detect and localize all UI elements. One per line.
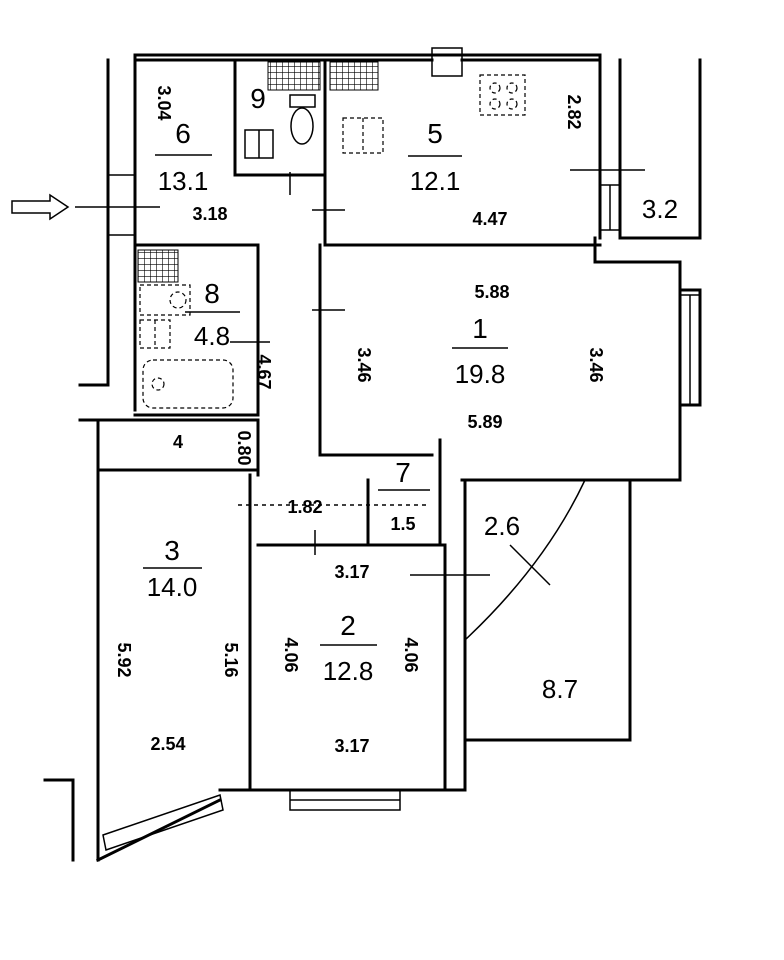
room-8: 8 4.8 4.67 [185,278,274,390]
room-dimension: 5.89 [467,412,502,432]
ventilation-shafts [137,61,379,283]
door-marks [75,169,645,641]
outer-walls [43,53,702,863]
room-number: 4 [173,432,183,452]
room-dimension: 2.54 [150,734,185,754]
room-7: 7 1.5 [378,457,430,534]
room-dimension: 3.04 [154,85,174,120]
entrance-arrow-icon [11,193,70,221]
room-dimension: 3.46 [586,347,606,382]
room-area: 14.0 [147,572,198,602]
room-number: 1 [472,313,488,344]
room-area: 12.8 [323,656,374,686]
room-1: 5.88 1 19.8 5.89 3.46 3.46 [354,282,606,432]
room-area: 12.1 [410,166,461,196]
room-4: 4 0.80 [173,430,254,465]
balcony-1: 3.2 [642,194,678,224]
room-5: 5 12.1 4.47 2.82 [408,94,584,229]
room-area: 19.8 [455,359,506,389]
balcony-2: 2.6 [484,511,520,541]
room-dimension: 5.88 [474,282,509,302]
room-number: 6 [175,118,191,149]
room-area: 13.1 [158,166,209,196]
room-dimension: 5.16 [221,642,241,677]
room-2: 3.17 2 12.8 4.06 4.06 3.17 [281,562,421,756]
room-3: 3 14.0 5.92 5.16 2.54 [114,535,241,754]
room-number: 7 [395,457,411,488]
room-dimension: 4.67 [254,354,274,389]
room-9: 9 [250,83,266,114]
room-dimension: 5.92 [114,642,134,677]
room-number: 5 [427,118,443,149]
windows [102,47,701,851]
room-number: 9 [250,83,266,114]
room-area: 1.5 [390,514,415,534]
room-number: 2 [340,610,356,641]
room-6: 6 13.1 3.18 3.04 [154,85,228,224]
fixtures [139,74,526,409]
room-dimension: 3.46 [354,347,374,382]
interior-walls [96,58,602,792]
balcony-area: 8.7 [542,674,578,704]
corridor: 1.82 [287,497,322,517]
room-number: 3 [164,535,180,566]
room-area: 4.8 [194,321,230,351]
room-dimension: 2.82 [564,94,584,129]
balcony-area: 3.2 [642,194,678,224]
corridor-width: 1.82 [287,497,322,517]
room-number: 8 [204,278,220,309]
room-dimension: 0.80 [234,430,254,465]
room-dimension: 3.17 [334,562,369,582]
balcony-area: 2.6 [484,511,520,541]
balcony-3: 8.7 [542,674,578,704]
room-dimension: 4.06 [281,637,301,672]
room-dimension: 4.47 [472,209,507,229]
room-dimension: 3.18 [192,204,227,224]
room-dimension: 4.06 [401,637,421,672]
room-dimension: 3.17 [334,736,369,756]
